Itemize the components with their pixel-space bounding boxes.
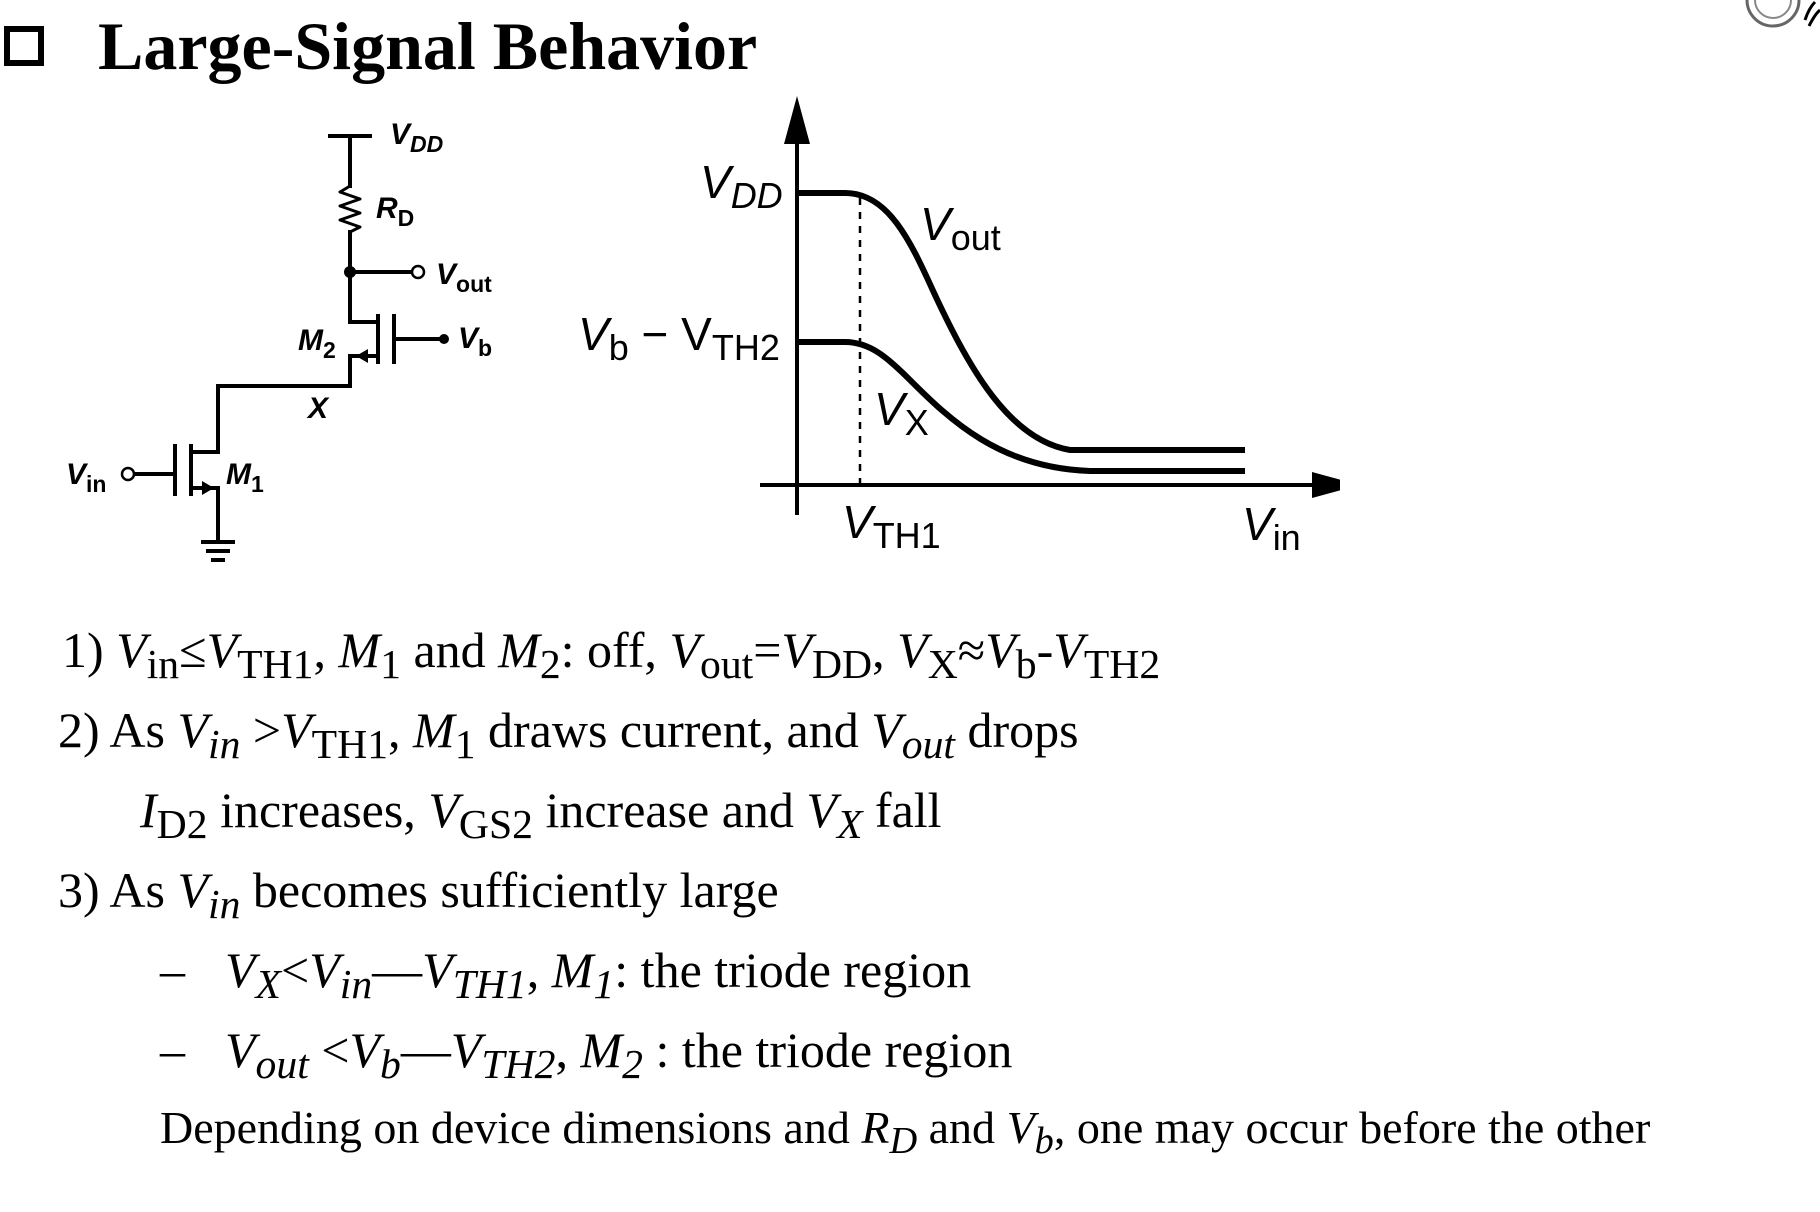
note-line-2: 2) As Vin >VTH1, M1 draws current, and V… bbox=[58, 702, 1079, 768]
note-line-6: –Vout <Vb—VTH2, M2 : the triode region bbox=[160, 1022, 1013, 1088]
page-title: Large-Signal Behavior bbox=[98, 8, 758, 84]
node-x-label: X bbox=[306, 392, 330, 425]
vb-circuit-label: Vb bbox=[458, 322, 492, 361]
vout-circuit-label: Vout bbox=[436, 258, 492, 297]
explanation-notes: 1) Vin≤VTH1, M1 and M2: off, Vout=VDD, V… bbox=[0, 620, 1820, 1180]
rd-label: RD bbox=[376, 192, 414, 231]
university-logo-icon bbox=[1745, 0, 1820, 28]
vout-curve bbox=[797, 190, 1245, 453]
y-axis-arrow-icon bbox=[784, 96, 810, 144]
m1-source-arrow-icon bbox=[202, 481, 214, 495]
transfer-characteristic-chart: VDD Vb − VTH2 Vout VX VTH1 Vin bbox=[578, 96, 1340, 558]
note-line-3: ID2 increases, VGS2 increase and VX fall bbox=[140, 782, 942, 848]
m1-label: M1 bbox=[226, 458, 264, 497]
m2-label: M2 bbox=[298, 324, 336, 363]
vout-terminal-icon bbox=[410, 264, 426, 280]
vx-curve bbox=[797, 339, 1245, 474]
note-line-1: 1) Vin≤VTH1, M1 and M2: off, Vout=VDD, V… bbox=[62, 622, 1161, 688]
m2-source-arrow-icon bbox=[356, 349, 368, 363]
x-axis-arrow-icon bbox=[1312, 472, 1340, 498]
y-axis bbox=[784, 96, 810, 515]
x-tick-vth1: VTH1 bbox=[842, 496, 941, 556]
y-tick-vb-vth2: Vb − VTH2 bbox=[578, 308, 780, 368]
vin-circuit-label: Vin bbox=[66, 458, 106, 497]
checkbox-bullet-icon bbox=[4, 26, 44, 66]
vx-series-label: VX bbox=[874, 383, 929, 443]
vout-series-label: Vout bbox=[920, 198, 1001, 258]
vin-terminal-icon bbox=[120, 466, 136, 482]
vb-terminal-icon bbox=[439, 334, 449, 344]
vdd-label: VDD bbox=[390, 118, 443, 157]
note-line-5: –VX<Vin—VTH1, M1: the triode region bbox=[160, 942, 972, 1008]
cascode-circuit-diagram: VDD RD Vout M2 Vb X Vin M1 bbox=[66, 118, 492, 562]
note-line-7: Depending on device dimensions and RD an… bbox=[160, 1102, 1651, 1163]
x-axis-label: Vin bbox=[1242, 498, 1301, 558]
note-line-4: 3) As Vin becomes sufficiently large bbox=[58, 862, 779, 928]
y-tick-vdd: VDD bbox=[700, 156, 783, 216]
x-axis bbox=[760, 472, 1340, 498]
